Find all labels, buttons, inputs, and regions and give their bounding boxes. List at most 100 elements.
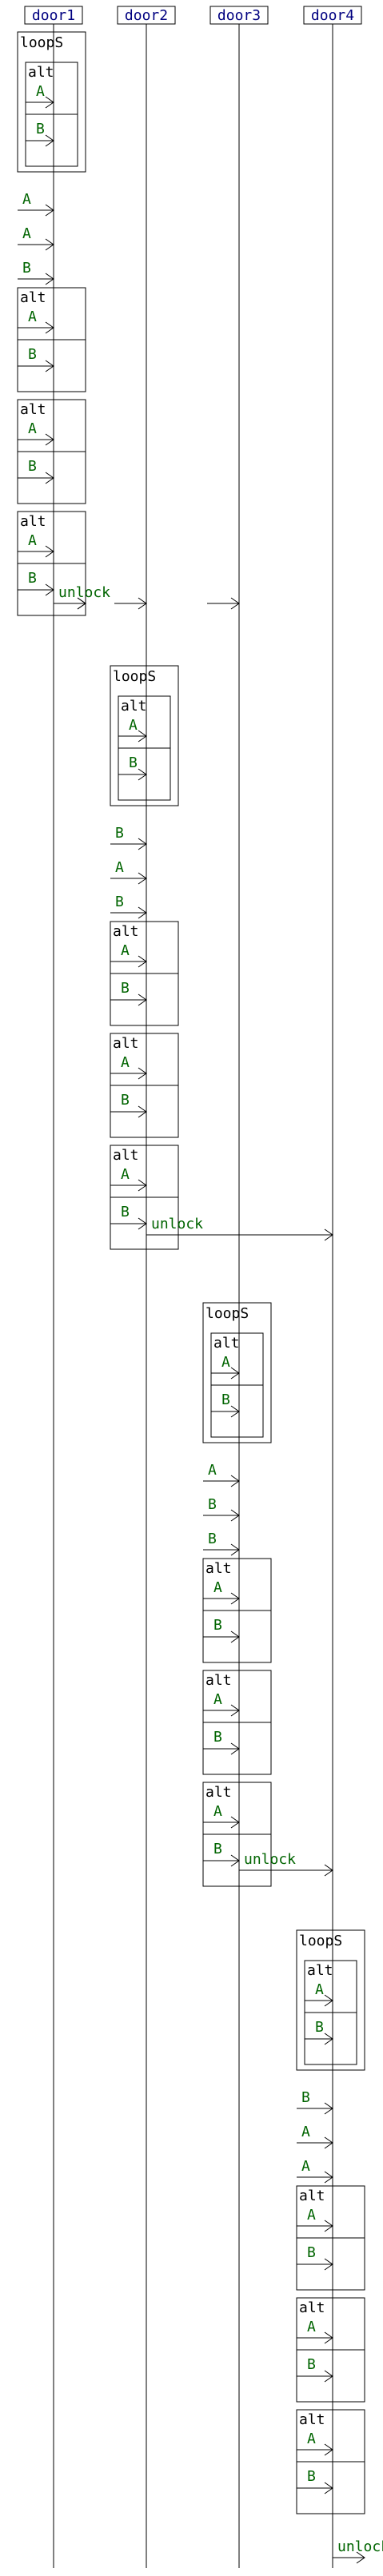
- branch-a-label: A: [28, 309, 37, 325]
- alt-arrow-a: [110, 955, 147, 968]
- arrow-head: [138, 768, 147, 781]
- participant-label: door2: [125, 7, 168, 24]
- alt-label: alt: [205, 1560, 232, 1577]
- loop-arrow-b: [118, 768, 147, 781]
- message-label: B: [208, 1496, 217, 1513]
- arrow-head: [230, 1816, 240, 1829]
- branch-b-label: B: [28, 570, 37, 587]
- loop-frame-door1: loopS: [17, 31, 86, 173]
- arrow-head: [138, 1105, 147, 1118]
- arrow-head: [230, 1742, 240, 1755]
- alt-label: alt: [113, 1147, 139, 1164]
- branch-a-label: A: [28, 420, 37, 437]
- arrow-head: [138, 955, 147, 968]
- message-a: A: [203, 1462, 240, 1487]
- arrow-head: [45, 545, 54, 558]
- arrow-head: [138, 597, 147, 610]
- loop-frame-door2: loopS: [110, 665, 179, 806]
- branch-b-label: B: [129, 754, 138, 771]
- branch-a-label: A: [36, 83, 45, 100]
- alt-arrow-a: [110, 1179, 147, 1192]
- arrow-head: [230, 1509, 240, 1522]
- alt-arrow-b: [18, 360, 54, 372]
- arrow-head: [324, 2443, 333, 2456]
- branch-b-label: B: [121, 1204, 130, 1220]
- alt-arrow-b: [110, 993, 147, 1006]
- loop-arrow-b: [26, 134, 54, 147]
- branch-b-label: B: [307, 2356, 316, 2373]
- arrow-head: [324, 2331, 333, 2344]
- unlock-message: unlock: [239, 1851, 333, 1877]
- loop-label: loopS: [113, 668, 156, 685]
- branch-b-label: B: [221, 1392, 230, 1408]
- alt-arrow-a: [18, 433, 54, 446]
- loop-arrow-a: [26, 96, 54, 109]
- loop-frame-door3: loopS: [202, 1302, 272, 1443]
- message-label: B: [115, 894, 124, 910]
- alt-arrow-a: [297, 2331, 333, 2344]
- message-a: A: [297, 2124, 333, 2149]
- branch-b-label: B: [307, 2244, 316, 2261]
- arrow-head: [45, 472, 54, 484]
- alt-arrow-a: [297, 2220, 333, 2232]
- arrow-head: [45, 360, 54, 372]
- unlock-forward: [207, 597, 240, 610]
- alt-arrow-b: [110, 1217, 147, 1230]
- arrow-head: [230, 1475, 240, 1487]
- arrow-head: [324, 2136, 333, 2149]
- message-label: unlock: [337, 2538, 383, 2555]
- arrow-head: [324, 2171, 333, 2184]
- alt-label: alt: [299, 2299, 325, 2316]
- branch-b-label: B: [213, 1617, 222, 1634]
- branch-b-label: B: [36, 121, 45, 137]
- alt-label: alt: [20, 401, 46, 418]
- alt-arrow-b: [297, 2370, 333, 2383]
- arrow-head: [324, 1864, 333, 1877]
- arrow-head: [138, 993, 147, 1006]
- alt-label: alt: [20, 289, 46, 306]
- branch-a-label: A: [221, 1354, 230, 1371]
- alt-arrow-b: [297, 2482, 333, 2494]
- branch-a-label: A: [121, 1054, 130, 1071]
- branch-a-label: A: [121, 1166, 130, 1183]
- arrow-head: [138, 1179, 147, 1192]
- message-b: B: [18, 260, 54, 285]
- arrow-head: [138, 906, 147, 919]
- lifelines: [53, 24, 333, 2568]
- message-b: B: [297, 2089, 333, 2115]
- alt-arrow-a: [18, 321, 54, 334]
- arrow-head: [45, 321, 54, 334]
- arrow-head: [230, 1592, 240, 1605]
- message-a: A: [297, 2158, 333, 2184]
- alt-label: alt: [205, 1672, 232, 1689]
- alt-arrow-a: [203, 1816, 240, 1829]
- alt-arrow-b: [297, 2258, 333, 2271]
- unlock-message: unlock: [333, 2538, 383, 2564]
- fragments: loopSaltABaltABaltABaltABloopSaltABaltAB…: [17, 31, 365, 2514]
- loop-arrow-a: [305, 1994, 333, 2007]
- participant-label: door3: [217, 7, 261, 24]
- arrow-head: [324, 1228, 333, 1241]
- arrow-head: [45, 433, 54, 446]
- message-label: B: [208, 1531, 217, 1547]
- message-b: B: [110, 894, 147, 919]
- branch-b-label: B: [121, 980, 130, 997]
- arrow-head: [324, 2258, 333, 2271]
- message-b: B: [110, 825, 147, 850]
- message-label: unlock: [244, 1851, 296, 1868]
- loop-frame: [202, 1302, 272, 1443]
- branch-a-label: A: [213, 1803, 222, 1820]
- branch-b-label: B: [213, 1841, 222, 1857]
- loop-frame: [296, 1929, 365, 2071]
- alt-arrow-a: [110, 1067, 147, 1080]
- loop-arrow-b: [211, 1405, 240, 1418]
- arrow-head: [138, 1217, 147, 1230]
